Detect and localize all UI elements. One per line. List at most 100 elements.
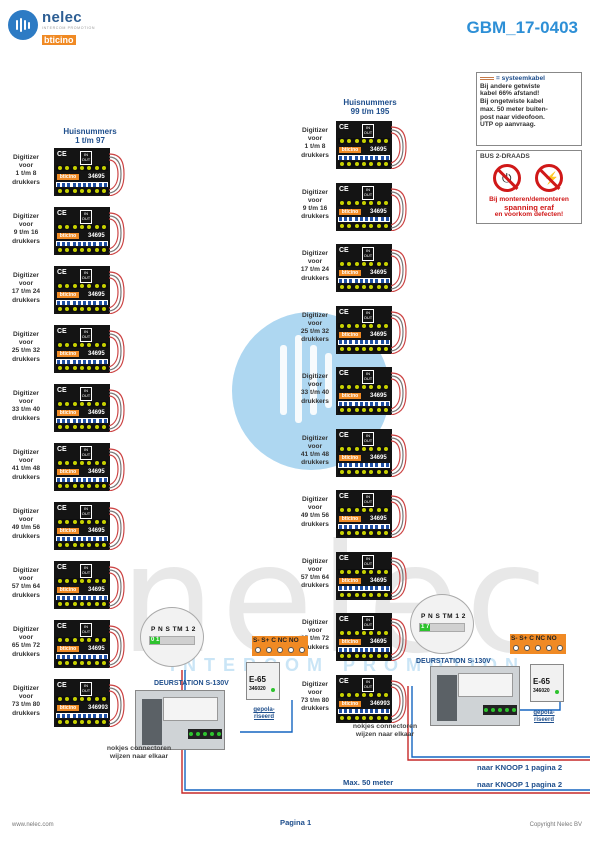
terminal-pins [338,530,390,536]
digitizer-label-line: voor [307,442,323,450]
terminal-pins [56,401,108,407]
bticino-logo: bticino [42,35,76,45]
terminal-pins [338,138,390,144]
ce-mark: CE [339,185,349,193]
digitizer-label-line: drukkers [301,582,329,590]
brand-block: nelec INTERCOM PROMOTION bticino [42,9,95,48]
digitizer-label-line: voor [18,634,34,642]
digitizer-label-line: voor [18,162,34,170]
digitizer-label-line: Digitizer [301,434,328,442]
footer-page: Pagina 1 [280,818,312,827]
digitizer-label-line: 49 t/m 56 [11,524,41,532]
system-cable [109,153,125,196]
digitizer-label-line: drukkers [301,520,329,528]
nelec-logo-icon [8,10,38,40]
dip-switches [338,339,390,345]
module-part-number: 34695 [88,646,105,652]
digitizer-label-line: drukkers [301,397,329,405]
module-brand: bticino [57,469,79,475]
terminal-pins [56,519,108,525]
digitizer-label-line: 57 t/m 64 [11,583,41,591]
e65-code: 346020 [533,688,550,694]
system-cable [109,684,125,727]
info-line: UTP op aanvraag. [480,121,536,129]
digitizer-label-line: drukkers [301,459,329,467]
no-plug-icon: ⏻ [493,164,521,192]
station-terminal [188,729,222,739]
digitizer-label-line: voor [307,258,323,266]
system-cable [391,495,407,538]
left-column-heading: Huisnummers 1 t/m 97 [50,127,130,145]
module-brand: bticino [57,587,79,593]
terminal-pins [338,222,390,229]
dip-switches [338,155,390,160]
callout-letters: P N S TM 1 2 [151,626,196,633]
left-heading-label: Huisnummers [63,127,117,136]
module-part-number: 34695 [88,410,105,416]
ce-mark: CE [339,616,349,623]
document-title: GBM_17-0403 [466,18,578,37]
dip-switches [56,241,108,246]
system-cable [109,389,125,432]
digitizer-label-line: Digitizer [12,390,39,397]
module-brand: bticino [57,292,79,298]
dip-switches [338,524,390,529]
terminal-pins [338,445,390,452]
bus-warning-box: BUS 2-DRAADS ⏻ ⚡ Bij monteren/demonteren… [476,150,582,224]
module-part-number: 34695 [88,587,105,593]
warning-line: en voorkom defecten! [494,211,564,218]
dip-switches [56,182,108,187]
bus-wire-blue-short [411,686,590,758]
module-brand: bticino [339,516,361,522]
ce-mark: CE [339,493,349,500]
digitizer-label-line: drukkers [12,650,40,658]
digitizer-label-line: drukkers [12,414,40,422]
e65-title: E-65 [249,675,266,684]
ce-mark: CE [57,623,67,630]
dip-switches [56,654,108,659]
module-brand: bticino [339,270,361,276]
terminal-pins [56,460,108,466]
terminal-pins [338,591,390,598]
terminal-pins [338,568,390,575]
digitizer-label-line: drukkers [12,473,40,481]
left-heading-range: 1 t/m 97 [75,136,105,145]
digitizer-label-line: 9 t/m 16 [13,229,39,237]
terminal-callout-left: P N S TM 1 2 0 1 [140,607,204,667]
door-station-title-left: DEURSTATION S-130V [154,680,229,687]
digitizer-label-line: 65 t/m 72 [11,642,41,650]
digitizer-label-line: voor [307,504,323,512]
digitizer-label-line: Digitizer [12,331,39,338]
terminal-pins [56,696,108,702]
watermark-logo-icon [280,335,332,423]
knoop-label-2: naar KNOOP 1 pagina 2 [477,780,563,789]
footer-website: www.nelec.com [12,822,54,828]
info-line: Bij andere getwiste [480,82,541,90]
module-brand: bticino [57,351,79,357]
digitizer-label-line: 73 t/m 80 [11,701,41,709]
terminal-pins [338,345,390,352]
terminal-pins [338,199,390,206]
digitizer-label-line: Digitizer [301,680,328,688]
module-part-number: 34695 [370,454,387,461]
digitizer-label-line: Digitizer [12,567,39,574]
terminal-pins [338,630,390,636]
module-part-number: 34695 [88,528,105,534]
system-cable [391,187,407,231]
digitizer-label-line: voor [307,319,323,327]
